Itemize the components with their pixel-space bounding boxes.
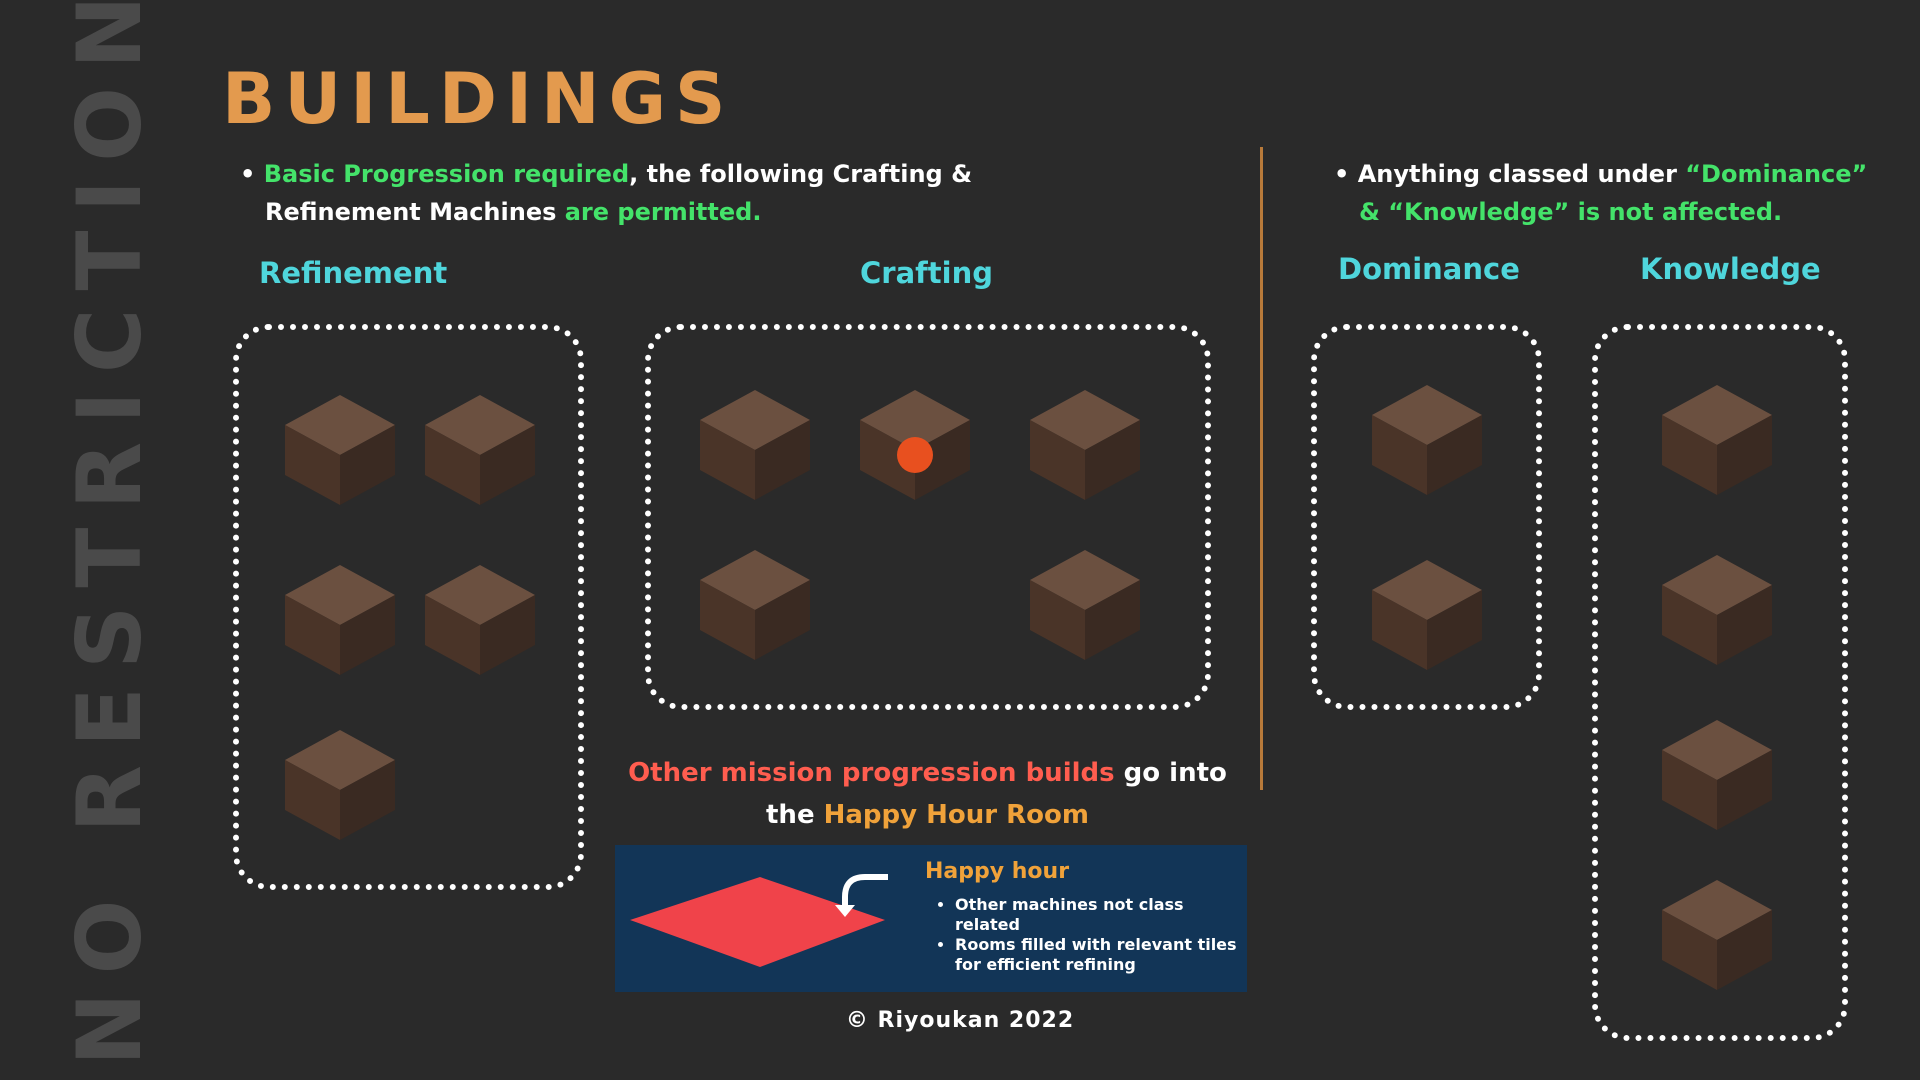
- happy-hour-list: Other machines not class related Rooms f…: [937, 895, 1247, 975]
- bullet-text: Anything classed under: [1357, 160, 1686, 188]
- crafting-building: [1030, 550, 1140, 660]
- refinement-building: [425, 565, 535, 675]
- note-part: go into: [1114, 758, 1227, 788]
- bullet-text: “Dominance”: [1685, 160, 1868, 188]
- divider: [1260, 147, 1263, 790]
- bullet-text: , the following Crafting &: [629, 160, 973, 188]
- list-item: Rooms filled with relevant tiles for eff…: [955, 935, 1247, 975]
- refinement-building: [285, 565, 395, 675]
- copyright: © Riyoukan 2022: [845, 1008, 1075, 1033]
- bullet-text: are permitted.: [564, 198, 762, 226]
- refinement-building: [425, 395, 535, 505]
- bullet-text: Refinement Machines: [265, 198, 565, 226]
- right-bullet: • Anything classed under “Dominance” & “…: [1334, 155, 1867, 231]
- crafting-building: [1030, 390, 1140, 500]
- page-title: BUILDINGS: [222, 58, 735, 140]
- room-diamond-icon: [630, 874, 888, 967]
- knowledge-box: [1592, 324, 1848, 1041]
- knowledge-building: [1662, 880, 1772, 990]
- happy-hour-title: Happy hour: [925, 859, 1070, 884]
- arrow-icon: [842, 874, 888, 907]
- section-header-knowledge: Knowledge: [1640, 252, 1821, 286]
- crafting-building: [700, 390, 810, 500]
- section-header-dominance: Dominance: [1338, 252, 1520, 286]
- crafting-box: [645, 324, 1211, 710]
- dominance-pit: [1372, 560, 1482, 670]
- knowledge-building: [1662, 555, 1772, 665]
- bullet-text: & “Knowledge” is not affected.: [1359, 198, 1783, 226]
- left-bullet: • Basic Progression required, the follow…: [240, 160, 973, 226]
- section-header-refinement: Refinement: [259, 256, 448, 290]
- refinement-box: [233, 324, 584, 890]
- happy-hour-panel: Happy hour Other machines not class rela…: [615, 845, 1247, 992]
- list-item: Other machines not class related: [955, 895, 1247, 935]
- dominance-box: [1311, 324, 1542, 710]
- note-text: Other mission progression builds go into…: [0, 752, 1855, 836]
- bullet-text: Basic Progression required: [263, 160, 630, 188]
- section-header-crafting: Crafting: [860, 256, 993, 290]
- knowledge-building: [1662, 385, 1772, 495]
- dominance-cage: [1372, 385, 1482, 495]
- note-highlight: Happy Hour Room: [823, 800, 1089, 830]
- note-highlight: Other mission progression builds: [628, 758, 1115, 788]
- note-part: the: [766, 800, 824, 830]
- refinement-building: [285, 395, 395, 505]
- crafting-building: [700, 550, 810, 660]
- crafting-forge: [860, 390, 970, 500]
